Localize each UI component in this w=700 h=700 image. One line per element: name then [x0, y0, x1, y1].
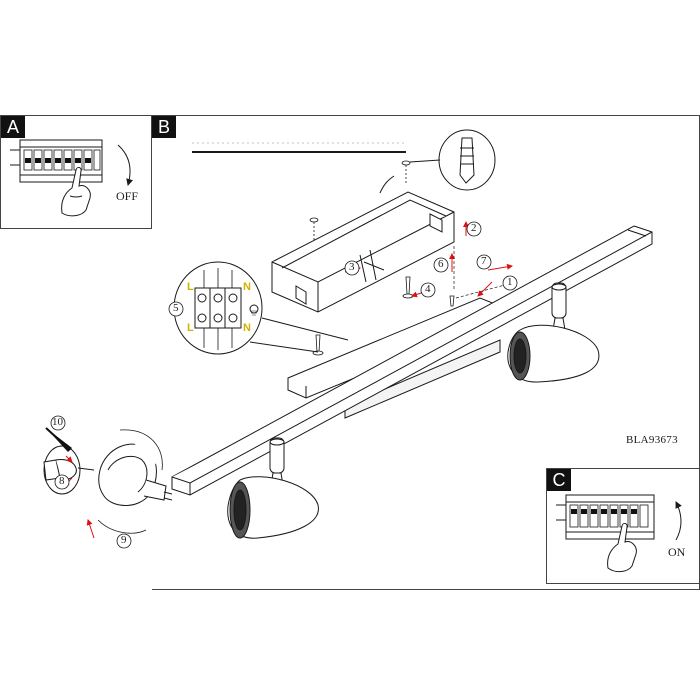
- bulb-gu10: [97, 429, 173, 534]
- terminal-zoom: [173, 261, 349, 355]
- spotlight-left: [227, 437, 319, 539]
- panel-c-tag: C: [547, 469, 571, 491]
- callout-3: 3: [349, 261, 355, 273]
- panel-a-tag: A: [1, 116, 25, 138]
- terminal-l-top: L: [187, 281, 194, 293]
- screws: [312, 276, 455, 356]
- rotate-arrow-10: [45, 427, 72, 452]
- callout-7: 7: [481, 255, 487, 267]
- callout-10: 10: [52, 416, 63, 428]
- mounting-box: [271, 175, 455, 313]
- mounting-plate: [287, 297, 501, 419]
- ceiling-line: [192, 142, 406, 153]
- terminal-n-bottom: N: [243, 322, 251, 334]
- alignment-lines: [453, 246, 517, 299]
- bulb-holder: [43, 445, 95, 495]
- track-bar: [171, 225, 653, 496]
- panel-a-off-label: OFF: [116, 189, 138, 203]
- terminal-l-bottom: L: [187, 322, 194, 334]
- drill-holes: [309, 160, 411, 242]
- panel-a-frame: [0, 115, 152, 229]
- panel-c-breaker: [556, 494, 682, 573]
- callout-9: 9: [121, 534, 127, 546]
- panel-b-tag: B: [152, 116, 176, 138]
- terminal-n-top: N: [243, 281, 251, 293]
- panel-c-on-label: ON: [668, 545, 686, 559]
- wall-plug-zoom: [409, 129, 496, 191]
- spotlight-right: [507, 282, 600, 383]
- callout-2: 2: [471, 222, 477, 234]
- panel-a-breaker: [10, 139, 133, 217]
- callout-8: 8: [59, 475, 65, 487]
- callout-circles: [50, 221, 518, 549]
- callout-1: 1: [507, 276, 513, 288]
- model-code: BLA93673: [626, 434, 678, 446]
- callout-5: 5: [173, 302, 179, 314]
- callout-4: 4: [425, 283, 431, 295]
- callout-6: 6: [438, 258, 444, 270]
